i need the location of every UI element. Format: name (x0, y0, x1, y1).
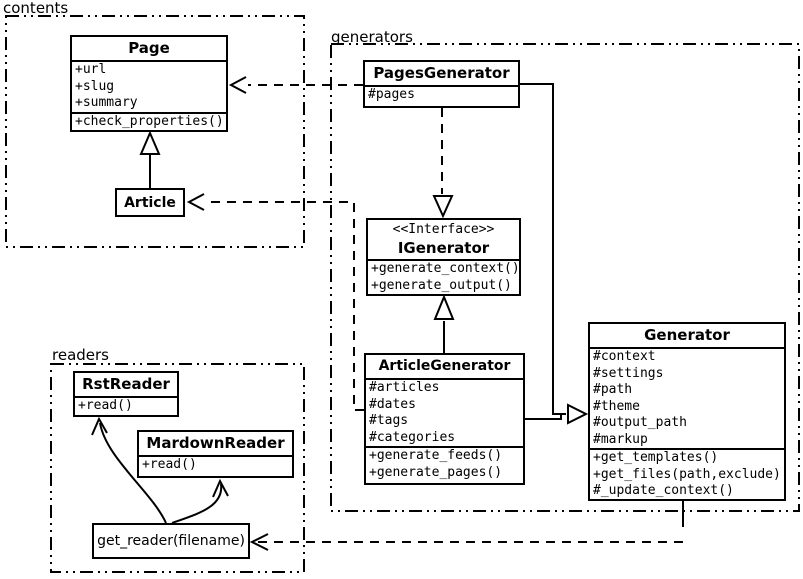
package-label-generators: generators (331, 28, 413, 46)
realization-pagesgenerator-igenerator (432, 108, 454, 219)
method: +generate_context() (371, 261, 519, 276)
interface-stereotype: <<Interface>> (392, 222, 495, 237)
attribute: #categories (369, 429, 456, 445)
generalization-generators-generator (520, 83, 589, 425)
class-rstreader-methods: +read() (75, 396, 177, 415)
attribute: #theme (593, 398, 640, 414)
class-page-title: Page (128, 39, 170, 57)
class-article-title: Article (124, 194, 176, 211)
class-pagesgenerator-title: PagesGenerator (373, 64, 510, 82)
generalization-articlegenerator-igenerator (433, 294, 455, 353)
interface-igenerator-title: IGenerator (397, 239, 490, 257)
class-mardownreader-methods: +read() (139, 455, 292, 476)
package-border-readers (50, 363, 305, 573)
method: #_update_context() (593, 483, 734, 498)
class-articlegenerator: ArticleGenerator #articles #dates #tags … (364, 353, 525, 485)
dependency-generator-getreader (249, 501, 684, 551)
method: +check_properties() (75, 113, 224, 129)
dependency-articlegenerator-article (186, 193, 364, 411)
method: +read() (78, 398, 133, 413)
package-border-generators (330, 43, 800, 512)
class-rstreader-title: RstReader (82, 375, 170, 393)
arrow-getreader-mardownreader (171, 478, 229, 524)
attribute: #output_path (593, 415, 687, 430)
class-mardownreader: MardownReader +read() (137, 430, 294, 478)
node-get-reader-label: get_reader(filename) (97, 533, 245, 549)
class-rstreader: RstReader +read() (73, 371, 179, 417)
package-border-contents (5, 15, 305, 248)
interface-igenerator-header: <<Interface>> IGenerator (368, 220, 519, 259)
attribute: +url (75, 62, 107, 77)
interface-igenerator-methods: +generate_context() +generate_output() (368, 259, 519, 294)
attribute: #path (593, 382, 633, 397)
attribute: +slug (75, 78, 115, 94)
arrow-getreader-rstreader (91, 416, 167, 524)
attribute: +summary (75, 95, 138, 110)
class-generator-title: Generator (644, 326, 730, 344)
class-pagesgenerator: PagesGenerator #pages (363, 60, 520, 108)
class-generator: Generator #context #settings #path #them… (588, 322, 786, 501)
method: +generate_pages() (369, 464, 503, 480)
class-articlegenerator-attributes: #articles #dates #tags #categories (366, 378, 523, 446)
method: +read() (142, 457, 197, 472)
class-page: Page +url +slug +summary +check_properti… (70, 35, 228, 132)
attribute: #tags (369, 413, 409, 428)
class-articlegenerator-methods: +generate_feeds() +generate_pages() (366, 446, 523, 483)
attribute: #articles (369, 380, 440, 395)
interface-igenerator: <<Interface>> IGenerator +generate_conte… (366, 218, 521, 296)
class-generator-methods: +get_templates() +get_files(path,exclude… (590, 448, 784, 500)
attribute: #dates (369, 396, 416, 412)
class-page-methods: +check_properties() (72, 111, 226, 131)
attribute: #pages (368, 87, 415, 102)
node-get-reader: get_reader(filename) (92, 523, 250, 559)
attribute: #markup (593, 431, 648, 447)
method: +generate_output() (371, 277, 512, 293)
class-articlegenerator-title: ArticleGenerator (378, 358, 511, 374)
attribute: #settings (593, 365, 664, 381)
generalization-article-page (139, 130, 161, 188)
class-article: Article (115, 188, 185, 217)
package-label-readers: readers (52, 346, 109, 364)
class-generator-attributes: #context #settings #path #theme #output_… (590, 347, 784, 448)
class-page-attributes: +url +slug +summary (72, 60, 226, 112)
method: +get_templates() (593, 450, 719, 465)
method: +get_files(path,exclude) (593, 466, 781, 482)
attribute: #context (593, 349, 656, 364)
method: +generate_feeds() (369, 448, 503, 463)
dependency-pagesgenerator-page (228, 76, 363, 94)
class-mardownreader-title: MardownReader (146, 434, 285, 452)
package-label-contents: contents (3, 0, 69, 17)
class-pagesgenerator-attributes: #pages (365, 85, 518, 106)
